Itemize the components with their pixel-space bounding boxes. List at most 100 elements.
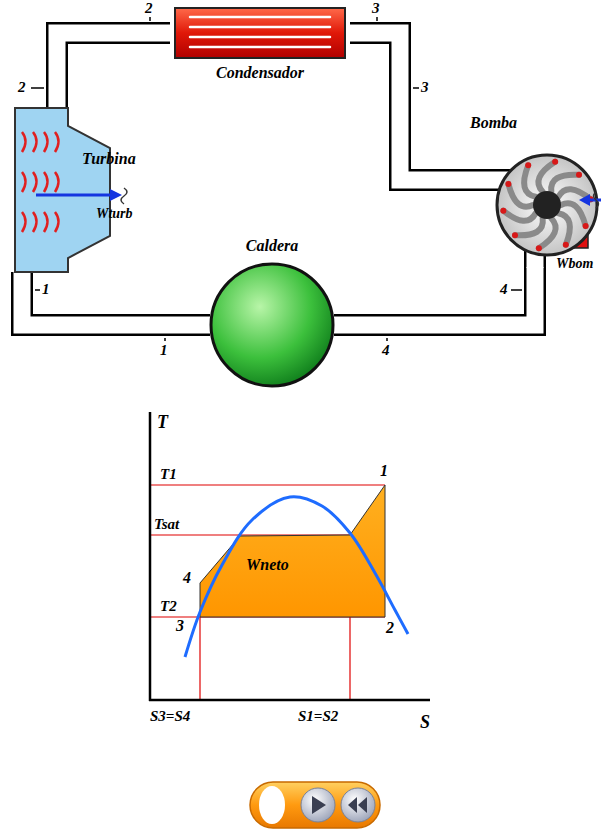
steam-pipe <box>22 272 210 325</box>
blade-tip <box>576 172 582 178</box>
pipe-wall <box>334 267 535 325</box>
steam-pipe <box>350 33 470 180</box>
work-arrow-head <box>110 189 122 201</box>
state-number: 4 <box>382 342 390 359</box>
control-slot <box>259 786 285 824</box>
pump-shape: Bomba <box>470 112 600 267</box>
net-work-area <box>200 485 385 617</box>
leader-tick <box>31 87 44 89</box>
work-label: Wbom <box>556 256 593 272</box>
axis-label: T <box>157 412 168 433</box>
pipe-wall <box>350 33 470 180</box>
component-label: Condensador <box>170 64 350 82</box>
leader-tick <box>511 289 522 291</box>
work-curl <box>594 192 599 208</box>
work-arrow-shaft <box>36 194 112 197</box>
rewind-icon <box>348 797 367 813</box>
work-arrow-head <box>579 194 590 206</box>
condenser-coil <box>190 36 330 39</box>
temperature-label: T2 <box>160 598 177 615</box>
state-number: 1 <box>42 281 50 298</box>
component-label: Bomba <box>470 114 517 132</box>
condenser-body <box>175 8 345 58</box>
pump-shape-outline <box>470 112 600 267</box>
condenser-box: Condensador <box>170 4 350 88</box>
pipe-bore <box>22 272 210 325</box>
boiler-circle: Caldera <box>210 235 334 390</box>
control-bar <box>250 782 380 828</box>
turbine-blade <box>22 132 26 152</box>
leader-tick <box>376 17 378 21</box>
state-number: 2 <box>18 79 26 96</box>
turbine-blade <box>44 172 48 192</box>
entropy-label: S1=S2 <box>298 708 338 725</box>
turbine-blade <box>22 212 26 232</box>
reference-line <box>199 617 200 700</box>
reference-line <box>150 484 385 485</box>
turbine-shape: Turbina <box>14 108 146 272</box>
play-icon <box>312 796 326 814</box>
rewind-button <box>341 788 375 822</box>
blade-tip <box>536 245 542 251</box>
entropy-axis <box>149 699 430 702</box>
temperature-label: T1 <box>160 466 177 483</box>
play-button <box>301 788 335 822</box>
turbine-blade <box>44 212 48 232</box>
ts-plot <box>185 485 408 657</box>
leader-tick <box>149 17 151 21</box>
condenser-coil <box>190 46 330 49</box>
leader-tick <box>386 338 388 341</box>
turbine-blade <box>33 132 37 152</box>
pipe-bore <box>350 33 470 180</box>
blade-tip <box>552 159 558 165</box>
boiler-drum <box>211 264 333 386</box>
leader-tick <box>164 338 166 341</box>
turbine-casing <box>15 108 110 272</box>
pipe-bore <box>57 33 170 108</box>
axis-label: S <box>420 712 430 733</box>
impeller-hub <box>533 191 561 219</box>
impeller-blade <box>524 165 536 197</box>
state-number: 3 <box>176 617 184 635</box>
state-number: 2 <box>145 0 153 17</box>
turbine-blade <box>33 172 37 192</box>
net-work-region: Wneto <box>196 480 391 620</box>
state-number: 3 <box>421 79 429 96</box>
pump-casing <box>497 155 597 255</box>
leader-tick <box>413 87 419 89</box>
entropy-label: S3=S4 <box>150 708 190 725</box>
impeller-blade <box>503 211 535 221</box>
temperature-label: Tsat <box>154 516 179 533</box>
work-curl <box>121 188 127 204</box>
blade-tip <box>525 162 531 168</box>
boiler-circle-outline <box>210 235 334 390</box>
saturation-dome <box>185 497 408 657</box>
leader-tick <box>35 289 40 291</box>
turbine-blade <box>55 172 59 192</box>
component-label: Caldera <box>210 237 334 255</box>
component-label: Wneto <box>246 556 289 574</box>
component-label: Turbina <box>82 150 136 168</box>
condenser-coil <box>190 26 330 29</box>
pipe-wall <box>22 272 210 325</box>
state-number: 2 <box>386 619 394 637</box>
state-number: 4 <box>500 281 508 298</box>
turbine-blade <box>55 212 59 232</box>
temperature-axis <box>149 412 152 701</box>
state-number: 4 <box>183 569 191 587</box>
turbine-shape-outline <box>14 108 146 272</box>
blade-tip <box>583 223 589 229</box>
impeller-blade <box>558 213 570 245</box>
blade-tip <box>500 208 506 214</box>
pipe-bore <box>334 267 535 325</box>
state-number: 1 <box>380 462 388 480</box>
net-work-region-outline <box>196 480 391 620</box>
condenser-coil <box>190 16 330 19</box>
turbine-blade <box>33 212 37 232</box>
turbine-blade <box>22 172 26 192</box>
state-number: 3 <box>372 0 380 17</box>
pipe-wall <box>57 33 170 108</box>
steam-pipe <box>57 33 170 108</box>
